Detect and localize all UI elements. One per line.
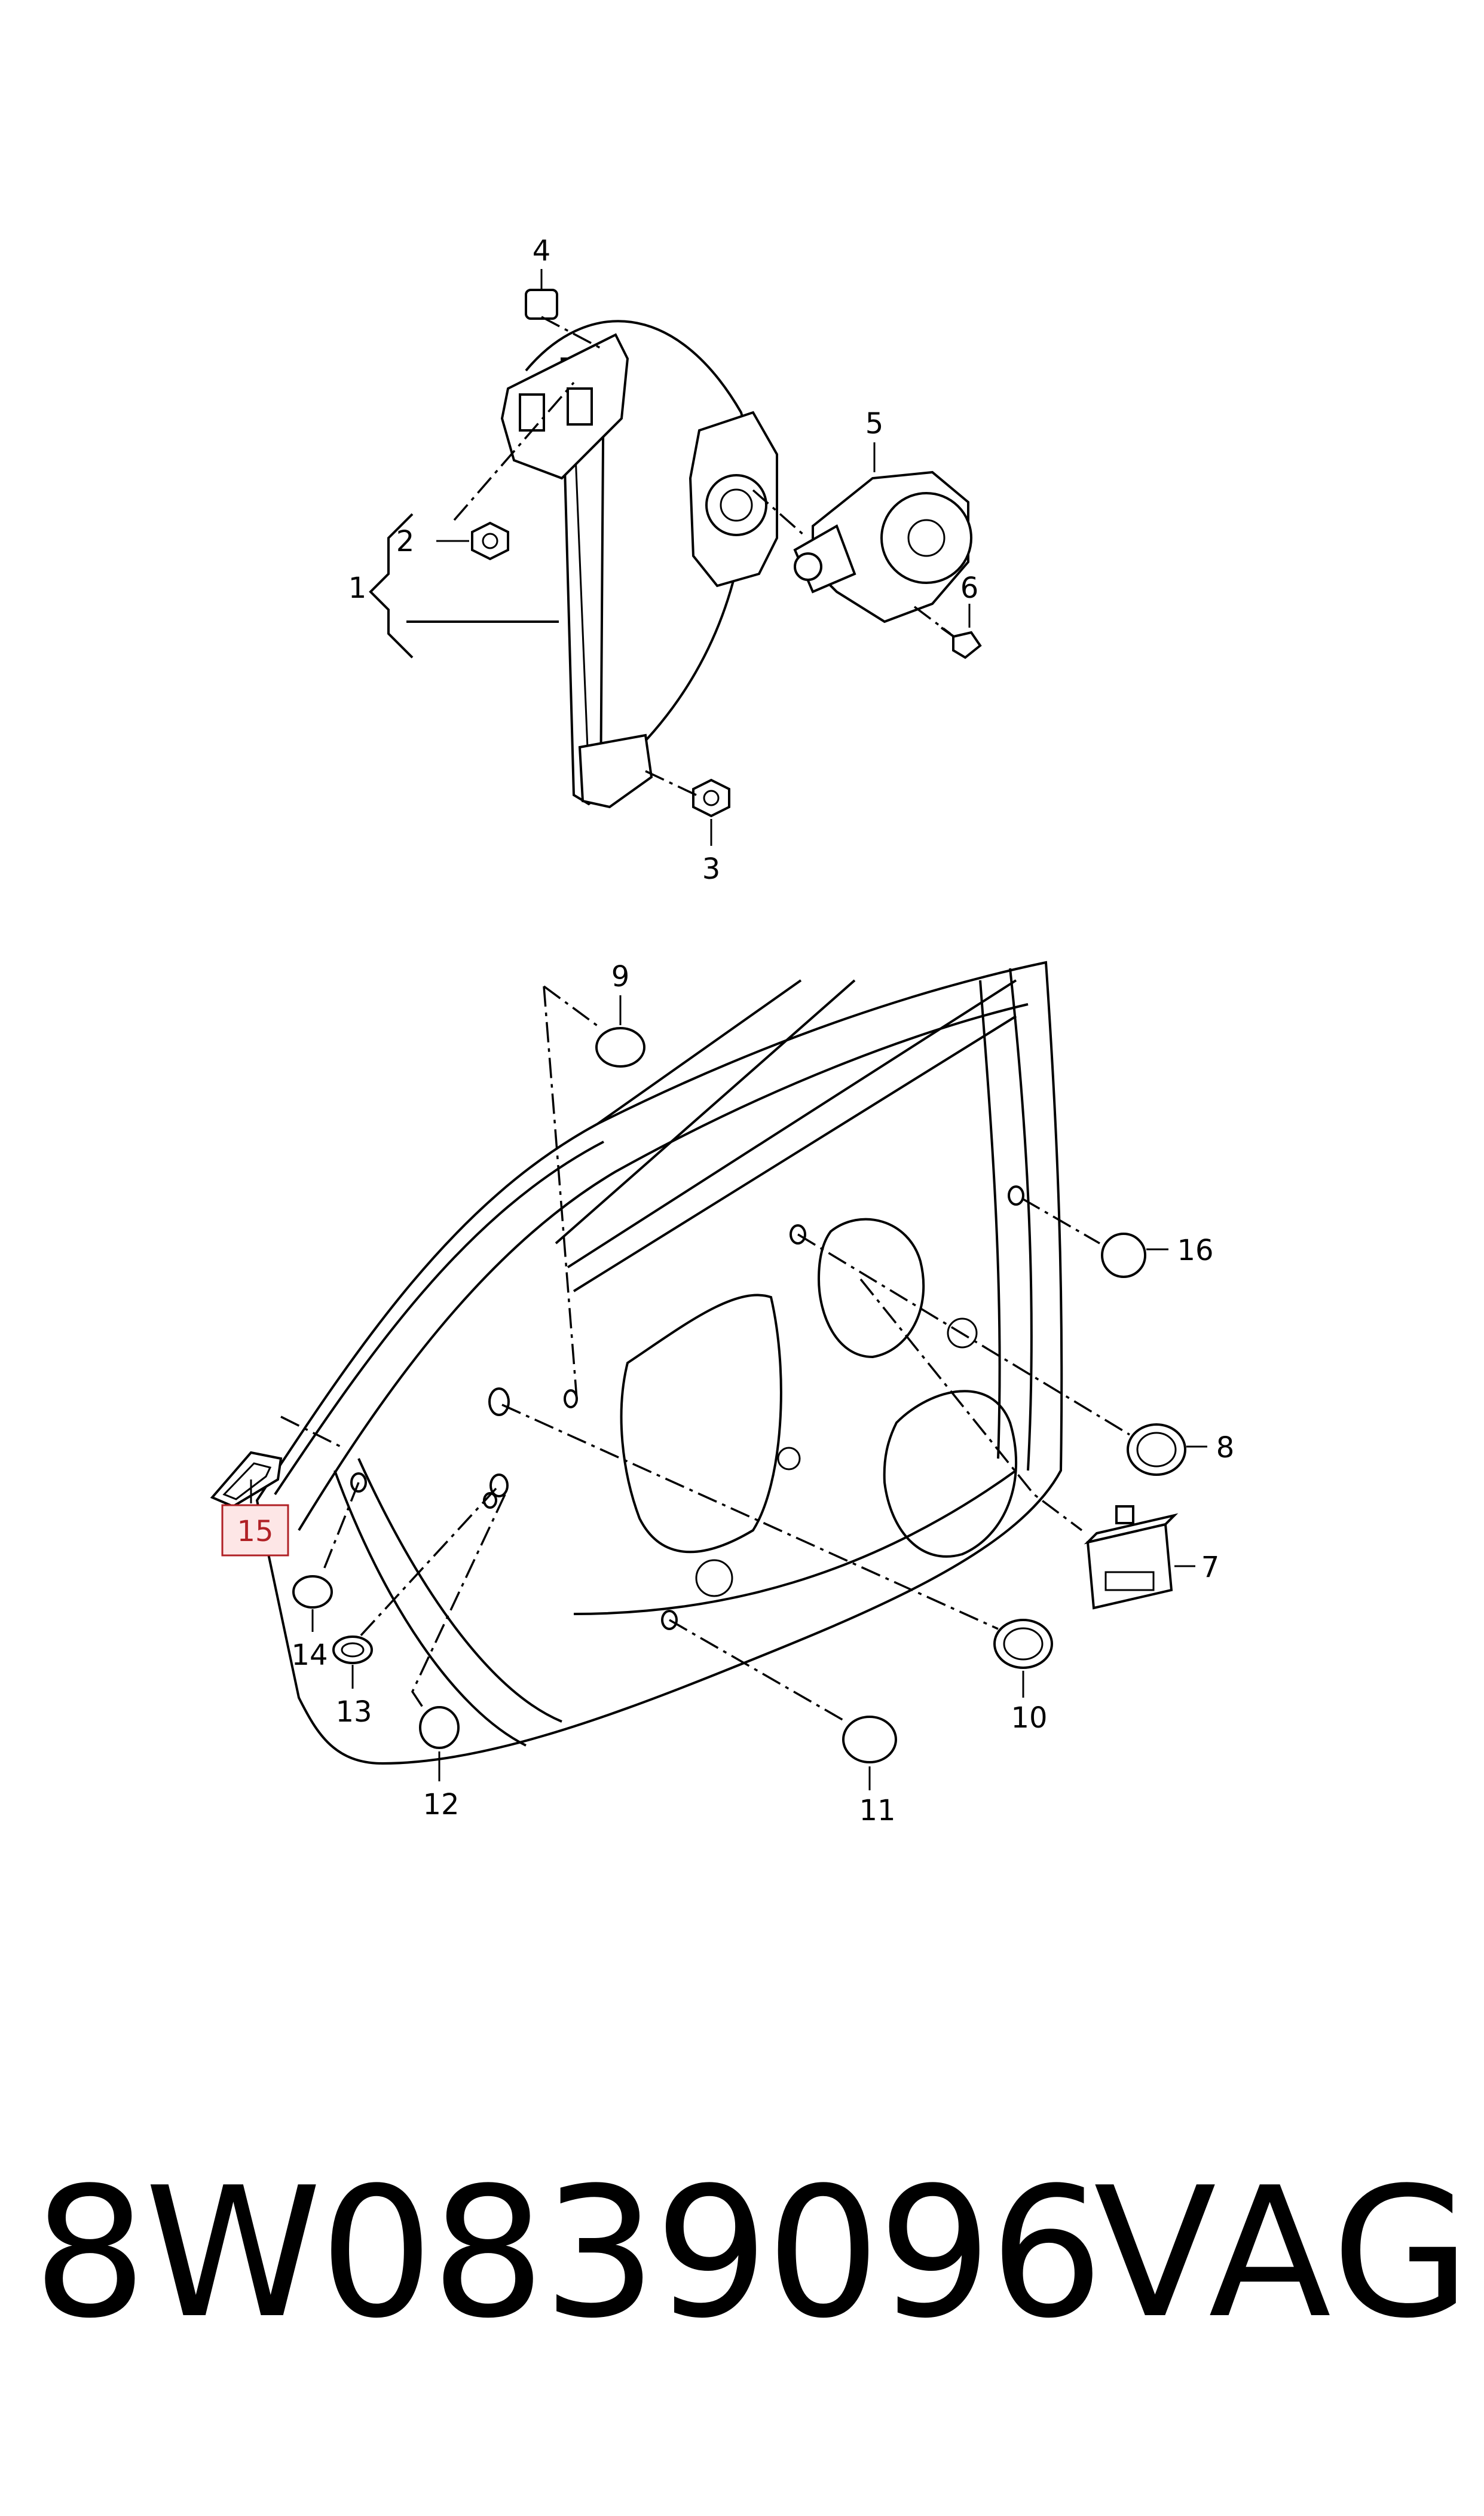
callout-12[interactable]: 12 [423, 1788, 459, 1821]
grommet-13 [332, 1635, 373, 1664]
seal-15 [210, 1451, 283, 1508]
callout-labels: 4 1 2 3 5 6 9 16 8 7 10 11 12 13 14 15 [221, 234, 1235, 1827]
nut-4 [525, 289, 558, 320]
plug-9 [595, 1027, 645, 1068]
callout-6[interactable]: 6 [960, 571, 979, 605]
callout-10[interactable]: 10 [1011, 1701, 1047, 1735]
part-number: 8W0839096 [33, 2149, 1104, 2358]
window-regulator-assembly [369, 269, 982, 846]
plug-16 [1101, 1233, 1146, 1278]
callout-8[interactable]: 8 [1216, 1431, 1235, 1465]
callout-3[interactable]: 3 [702, 852, 721, 886]
nut-2 [471, 521, 509, 561]
callout-7[interactable]: 7 [1201, 1551, 1220, 1584]
door-inner-panel [210, 961, 1207, 1790]
callout-2[interactable]: 2 [396, 525, 415, 558]
callout-14[interactable]: 14 [291, 1638, 328, 1672]
callout-1[interactable]: 1 [348, 571, 367, 605]
grommet-10 [993, 1619, 1053, 1669]
brand-name: VAG [1094, 2149, 1474, 2358]
callout-5[interactable]: 5 [865, 407, 884, 441]
footer: 8W0839096 VAG [0, 2128, 1484, 2379]
callout-13[interactable]: 13 [335, 1695, 372, 1729]
control-module-7 [1084, 1505, 1179, 1610]
callout-4[interactable]: 4 [533, 234, 551, 268]
callout-15-highlight-box [221, 1504, 289, 1557]
plug-11 [842, 1716, 897, 1763]
plug-12 [419, 1706, 460, 1749]
plug-14 [292, 1575, 333, 1609]
callout-16[interactable]: 16 [1177, 1234, 1213, 1267]
grommet-8 [1127, 1423, 1186, 1476]
callout-11[interactable]: 11 [859, 1794, 895, 1827]
nut-3 [692, 778, 730, 818]
callout-9[interactable]: 9 [611, 960, 630, 993]
callout-15[interactable]: 15 [237, 1515, 273, 1548]
